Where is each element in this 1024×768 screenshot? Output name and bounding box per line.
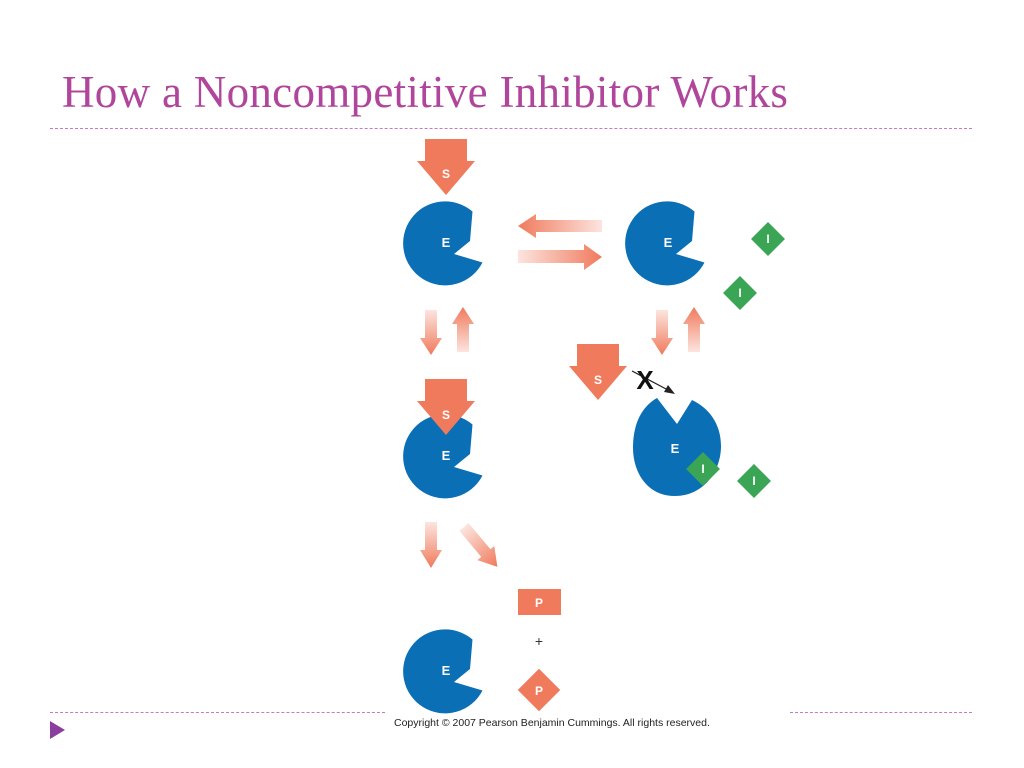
product-diamond: P bbox=[517, 668, 561, 712]
bottom-divider-right bbox=[790, 712, 972, 713]
arrow-up-inhibitor-release bbox=[683, 307, 705, 352]
enzyme-label: E bbox=[671, 441, 680, 456]
enzyme-label: E bbox=[442, 235, 451, 250]
inhibitor-label: I bbox=[766, 232, 769, 246]
bottom-divider-left bbox=[50, 712, 385, 713]
blocked-binding-arrow bbox=[631, 370, 675, 394]
inhibitor-free-2: I bbox=[723, 276, 757, 310]
arrow-down-inhibitor-binding bbox=[651, 310, 673, 355]
enzyme-label: E bbox=[442, 448, 451, 463]
copyright-text: Copyright © 2007 Pearson Benjamin Cummin… bbox=[394, 717, 710, 729]
equilibrium-arrow-right bbox=[518, 244, 602, 270]
substrate-label: S bbox=[594, 373, 602, 387]
substrate-label: S bbox=[442, 167, 450, 181]
inhibitor-label: I bbox=[701, 462, 704, 476]
page-title: How a Noncompetitive Inhibitor Works bbox=[62, 67, 789, 117]
enzyme-inhibitor-complex: E bbox=[633, 398, 721, 496]
inhibitor-free-1: I bbox=[751, 222, 785, 256]
inhibitor-free-3: I bbox=[737, 464, 771, 498]
arrow-up-release bbox=[452, 307, 474, 352]
arrow-down-release-enzyme bbox=[420, 522, 442, 568]
enzyme-free: E bbox=[403, 201, 483, 286]
inhibitor-label: I bbox=[752, 474, 755, 488]
inhibitor-label: I bbox=[738, 286, 741, 300]
blocked-x-icon: X bbox=[636, 365, 654, 395]
product-label: P bbox=[535, 596, 543, 610]
substrate-blocked: S bbox=[569, 344, 627, 400]
enzyme-label: E bbox=[664, 235, 673, 250]
product-square: P bbox=[518, 589, 561, 615]
bullet-triangle-icon bbox=[50, 721, 65, 739]
enzyme-substrate-complex: E bbox=[403, 414, 483, 499]
enzyme-released: E bbox=[403, 629, 483, 714]
substrate-bound: S bbox=[417, 379, 475, 435]
plus-sign: + bbox=[535, 633, 543, 649]
substrate-incoming: S bbox=[417, 139, 475, 195]
enzyme-free-with-inhibitors: E bbox=[625, 201, 705, 286]
top-divider bbox=[50, 128, 972, 129]
substrate-label: S bbox=[442, 408, 450, 422]
product-label: P bbox=[535, 684, 543, 698]
arrow-diagonal-products bbox=[459, 523, 498, 567]
enzyme-label: E bbox=[442, 663, 451, 678]
arrow-down-binding bbox=[420, 310, 442, 355]
equilibrium-arrow-left bbox=[518, 214, 602, 238]
